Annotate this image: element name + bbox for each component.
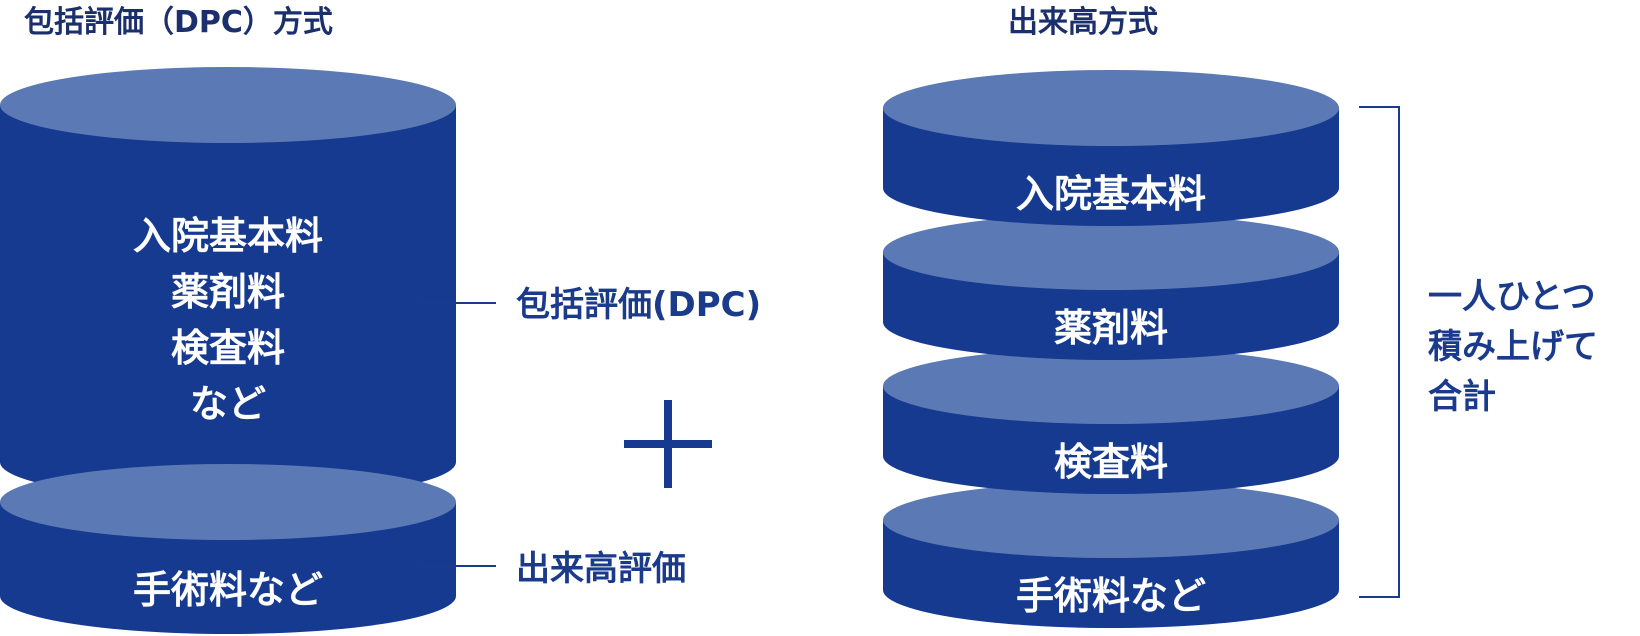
callout-fee-label: 出来高評価 [516,549,686,589]
left-main-cylinder-body [0,105,456,500]
left-main-line-4: など [189,382,266,426]
right-bracket [1359,106,1400,598]
right-disk-1 [883,70,1339,226]
callout-dpc-label: 包括評価(DPC) [516,285,762,325]
left-fee-cylinder-top [0,464,456,540]
right-disk-1-label: 入院基本料 [1015,172,1206,216]
left-heading: 包括評価（DPC）方式 [24,5,333,40]
left-main-line-2: 薬剤料 [170,270,285,314]
left-main-cylinder-top [0,67,456,143]
right-disk-2-label: 薬剤料 [1053,306,1168,350]
right-note-line-2: 積み上げて [1428,327,1598,367]
left-fee-cylinder-text: 手術料など [132,568,323,612]
plus-sign-icon [624,400,712,488]
right-disk-3-label: 検査料 [1053,440,1168,484]
left-main-line-1: 入院基本料 [132,214,323,258]
right-heading: 出来高方式 [1008,5,1158,40]
right-note: 一人ひとつ 積み上げて 合計 [1428,272,1598,422]
left-fee-cylinder [0,464,456,634]
left-main-cylinder [0,67,456,500]
right-disk-2 [883,214,1339,360]
right-note-line-3: 合計 [1428,377,1496,417]
right-note-line-1: 一人ひとつ [1428,277,1596,317]
left-main-line-3: 検査料 [170,326,285,370]
left-main-cylinder-text: 入院基本料 薬剤料 検査料 など [0,208,456,432]
right-disk-4 [883,482,1339,628]
right-disk-3 [883,348,1339,494]
right-disk-4-label: 手術料など [1015,574,1206,618]
left-fee-cylinder-body [0,502,456,634]
